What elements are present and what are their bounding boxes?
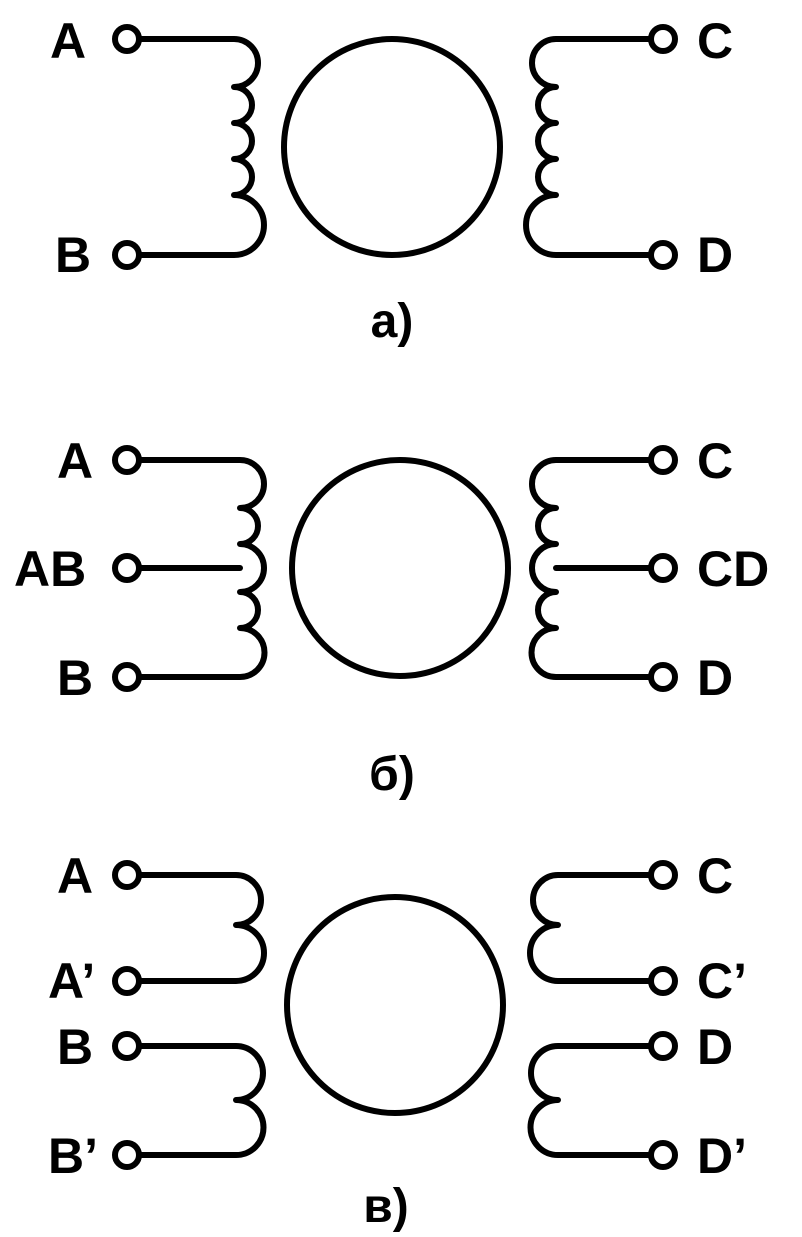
terminal-label-b: B (55, 227, 91, 283)
caption-a: а) (371, 295, 414, 348)
diagram-b: A AB B C CD D б) (14, 433, 769, 801)
terminal-b (112, 662, 142, 692)
terminal-label-d: D (697, 650, 733, 706)
terminal-c (648, 860, 678, 890)
right-coil (523, 36, 654, 258)
terminal-label-ab: AB (14, 541, 86, 597)
terminal-c (648, 24, 678, 54)
terminal-label-d: D (697, 227, 733, 283)
left-coil (136, 457, 268, 680)
left-coil (136, 36, 267, 258)
left-coil-a (136, 872, 267, 984)
terminal-a (112, 445, 142, 475)
terminal-a-prime (112, 966, 142, 996)
right-coil-c (527, 872, 654, 984)
terminal-b (112, 1031, 142, 1061)
terminal-c (648, 445, 678, 475)
terminal-a (112, 860, 142, 890)
terminal-label-a: A (50, 13, 86, 69)
terminal-label-a: A (57, 433, 93, 489)
terminal-b-prime (112, 1140, 142, 1170)
terminal-label-d-prime: D’ (697, 1128, 747, 1184)
rotor-circle (284, 894, 506, 1116)
caption-c: в) (363, 1180, 409, 1233)
terminal-d (648, 1031, 678, 1061)
diagram-c: A A’ B B’ C C’ D D’ в) (48, 848, 747, 1233)
terminal-d (648, 662, 678, 692)
left-coil-b (136, 1043, 267, 1158)
caption-b: б) (369, 748, 415, 801)
terminal-label-c-prime: C’ (697, 953, 747, 1009)
diagram-a: A B C D а) (50, 13, 733, 348)
terminal-ab (112, 553, 142, 583)
terminal-b (112, 240, 142, 270)
terminal-cd (648, 553, 678, 583)
terminal-label-b: B (57, 650, 93, 706)
terminal-label-a: A (57, 848, 93, 904)
terminal-c-prime (648, 966, 678, 996)
terminal-label-a-prime: A’ (48, 953, 95, 1009)
terminal-d (648, 240, 678, 270)
right-coil (528, 457, 654, 680)
terminal-label-c: C (697, 848, 733, 904)
right-coil-d (527, 1043, 654, 1158)
terminal-label-cd: CD (697, 541, 769, 597)
terminal-label-d: D (697, 1019, 733, 1075)
terminal-a (112, 24, 142, 54)
terminal-d-prime (648, 1140, 678, 1170)
terminal-label-c: C (697, 13, 733, 69)
terminal-label-b-prime: B’ (48, 1128, 98, 1184)
terminal-label-b: B (57, 1019, 93, 1075)
rotor-circle (281, 36, 503, 258)
terminal-label-c: C (697, 433, 733, 489)
rotor-circle (289, 457, 511, 679)
